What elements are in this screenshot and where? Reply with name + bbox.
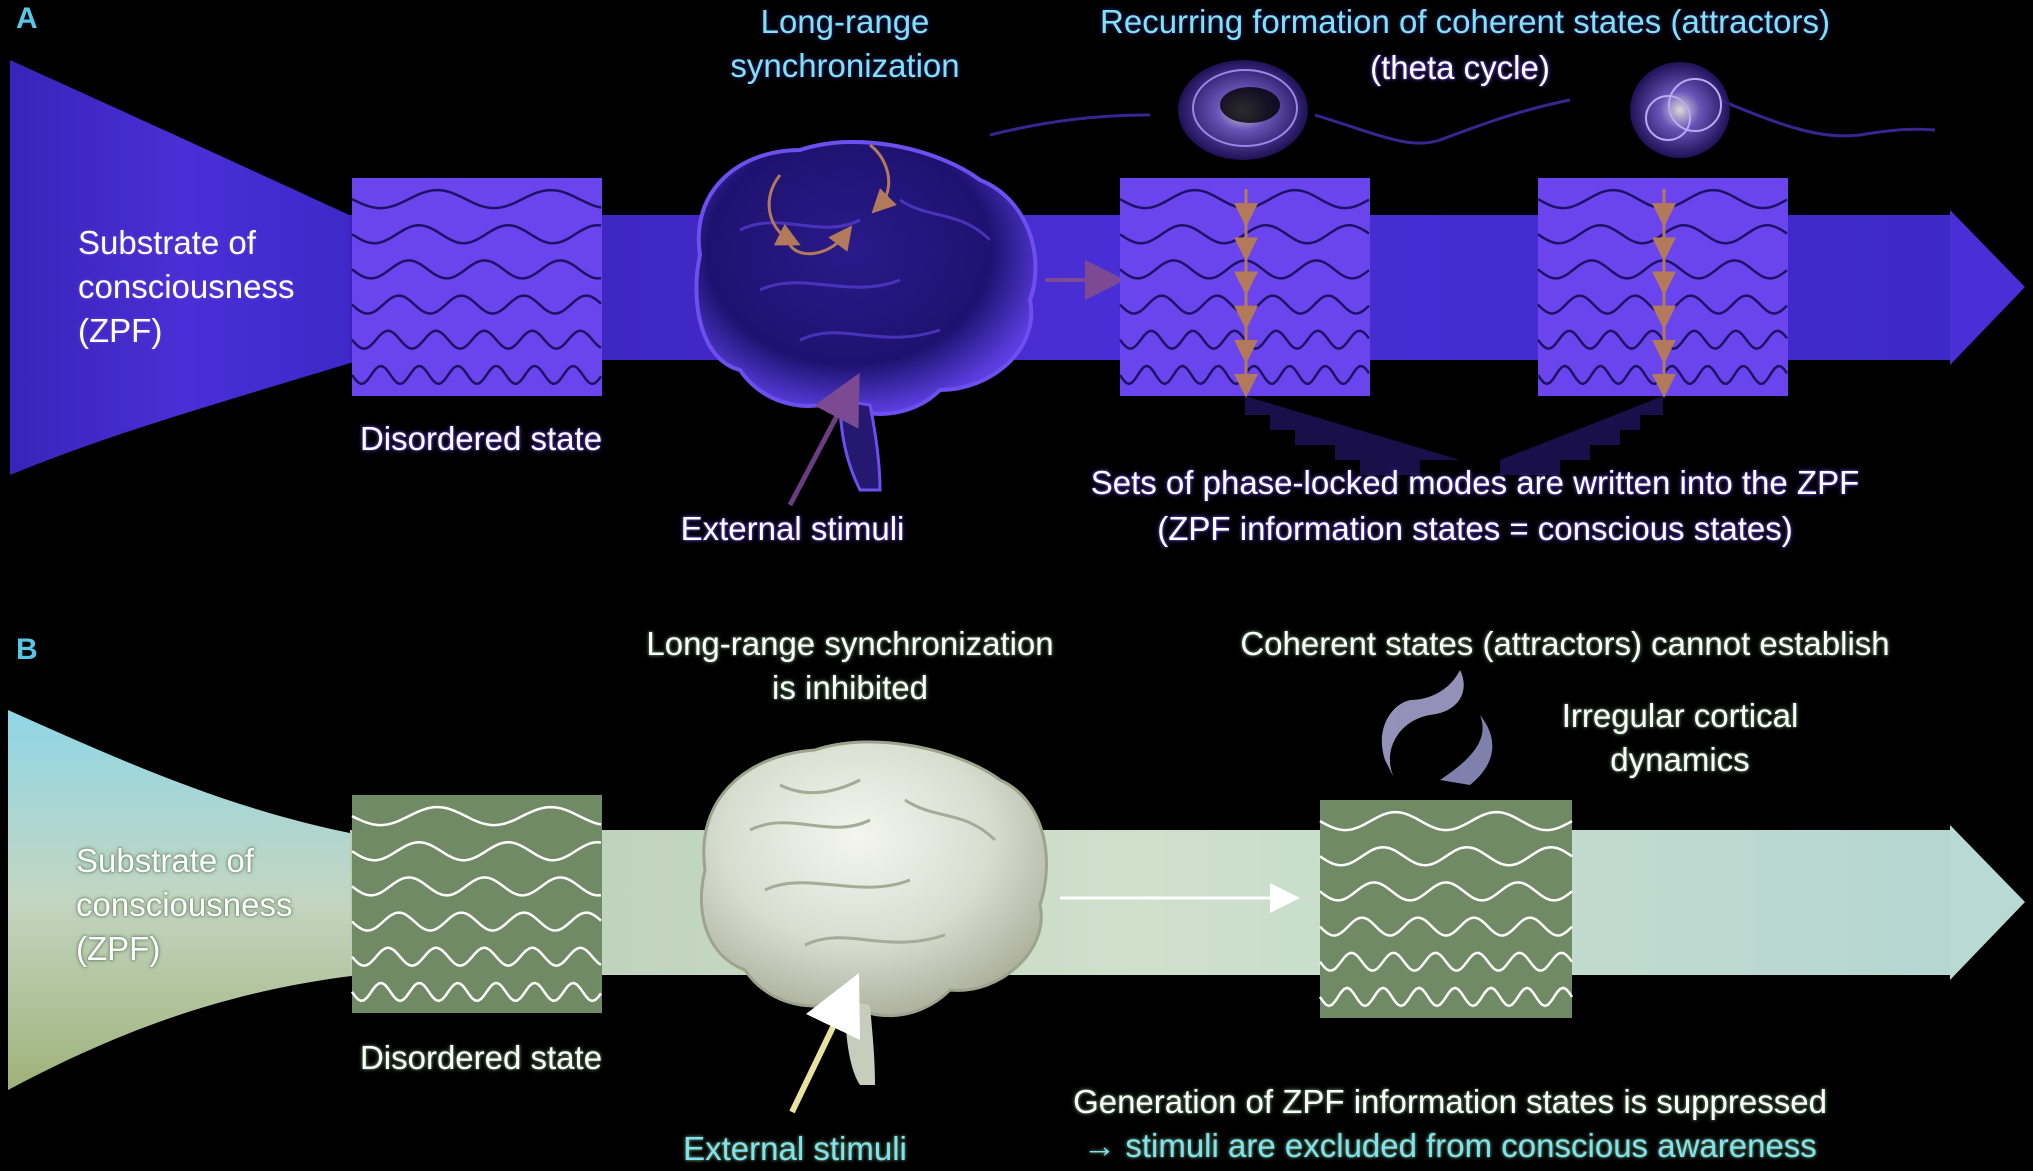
wave-box-coherent-2 [1536, 178, 1789, 398]
flow-arrowhead-b [1950, 825, 2025, 980]
wave-line [351, 911, 602, 932]
wave-line [351, 224, 602, 245]
wave-line [1319, 846, 1573, 867]
external-stimuli-label-a: External stimuli [680, 510, 905, 547]
wave-line [351, 841, 602, 862]
irregular-dynamics-icon [1381, 670, 1493, 785]
wave-box-disordered-b [350, 795, 602, 1013]
wave-line [351, 876, 602, 897]
wave-line [1318, 986, 1574, 1008]
panel-a [10, 60, 2025, 507]
wave-line [1319, 951, 1573, 972]
attractor-2-icon [1630, 62, 1730, 158]
wave-line [351, 259, 602, 280]
stimulus-arrow-a [787, 372, 860, 507]
irregular-dynamics-label: Irregular cortical dynamics [1561, 697, 1799, 778]
theta-cycle-wave [989, 98, 1936, 145]
cannot-establish-label: Coherent states (attractors) cannot esta… [1240, 625, 1890, 662]
panel-a-letter: A [16, 2, 38, 35]
wave-line [1319, 916, 1573, 937]
brain-b-icon [699, 740, 1048, 1085]
flow-arrowhead-a [1950, 210, 2025, 365]
substrate-label-b: Substrate of consciousness (ZPF) [76, 842, 293, 967]
wave-box-disordered-a [350, 178, 602, 396]
write-step-1 [1245, 396, 1460, 475]
wave-box-irregular-b [1318, 800, 1574, 1018]
excluded-label: → stimuli are excluded from conscious aw… [1083, 1127, 1817, 1164]
recurring-label: Recurring formation of coherent states (… [1100, 3, 1830, 40]
disordered-label-a: Disordered state [359, 420, 603, 457]
wave-line [350, 981, 602, 1003]
panel-b [8, 670, 2025, 1114]
wave-line [351, 188, 602, 210]
wave-line [1319, 810, 1573, 832]
wave-box-coherent-1 [1118, 178, 1371, 398]
wave-line [351, 946, 602, 967]
attractor-1-icon [1178, 60, 1308, 160]
theta-cycle-label: (theta cycle) [1370, 49, 1550, 86]
wave-line [351, 805, 602, 827]
panel-b-letter: B [16, 633, 38, 666]
sync-inhibited-label: Long-range synchronization is inhibited [646, 625, 1054, 706]
phase-locked-label: Sets of phase-locked modes are written i… [1090, 464, 1860, 501]
flow-band-b [350, 830, 1950, 975]
wave-line [351, 329, 602, 350]
substrate-horn-b [8, 710, 360, 1090]
info-states-label: (ZPF information states = conscious stat… [1157, 510, 1793, 547]
wave-line [351, 294, 602, 315]
write-step-2 [1500, 396, 1663, 475]
wave-line [350, 364, 602, 386]
substrate-horn-a [10, 60, 360, 475]
substrate-label-a: Substrate of consciousness (ZPF) [78, 224, 295, 349]
brain-a-icon [694, 139, 1038, 492]
wave-line [1319, 881, 1573, 902]
stimulus-arrow-b [789, 972, 860, 1114]
external-stimuli-label-b: External stimuli [683, 1130, 907, 1167]
disordered-label-b: Disordered state [359, 1039, 603, 1076]
suppressed-label: Generation of ZPF information states is … [1073, 1083, 1827, 1120]
sync-label-a: Long-range synchronization [730, 3, 960, 84]
